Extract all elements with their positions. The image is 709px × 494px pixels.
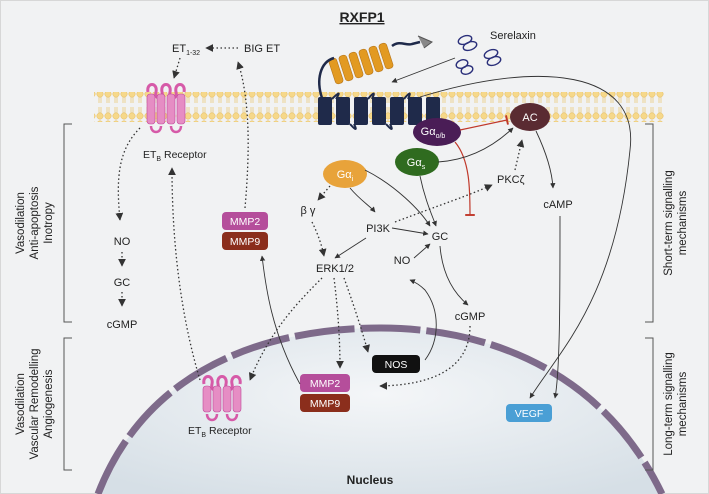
- rxfp1-receptor: [318, 35, 440, 130]
- serelaxin-icon: [455, 34, 502, 75]
- side-label-left-top-3: Inotropy: [43, 202, 55, 244]
- camp-label: cAMP: [543, 199, 572, 211]
- mmp9-upper-label: MMP9: [230, 236, 260, 248]
- nos-label: NOS: [385, 359, 408, 371]
- side-label-right-top-2: mechanisms: [677, 190, 689, 255]
- nucleus-body: [98, 328, 662, 494]
- nuclear-envelope: [94, 324, 666, 494]
- erk-label: ERK1/2: [316, 263, 354, 275]
- right-bottom-bracket: [645, 337, 654, 471]
- arrow-camp-to-vegf: [553, 215, 561, 399]
- etb-receptor-label: ETB Receptor: [143, 149, 207, 163]
- nos-box: [372, 355, 420, 373]
- arrow-etb-to-no: [115, 127, 141, 221]
- arrow-nos-to-no: [409, 279, 437, 361]
- arrow-no-to-gc: [413, 243, 431, 259]
- lrr-domain: [328, 42, 394, 85]
- g-alpha-s: [395, 148, 439, 176]
- arrow-serelaxin-binding: [391, 57, 456, 83]
- mmp9-lower-box: [300, 394, 350, 412]
- arrow-cgmp-to-mmp9: [379, 325, 471, 390]
- mmp2-lower-box: [300, 374, 350, 392]
- mmp9-lower-label: MMP9: [310, 398, 340, 410]
- ac-enzyme: [510, 103, 550, 131]
- no-left-label: NO: [114, 236, 131, 248]
- mmp2-upper-box: [222, 212, 268, 230]
- receptor-title: RXFP1: [339, 9, 384, 25]
- arrow-erk-to-mmp: [333, 277, 344, 369]
- arrow-etb-nuclear-to-membrane: [168, 167, 201, 381]
- gc-left-label: GC: [114, 277, 131, 289]
- arrow-receptor-to-vegf: [419, 76, 632, 399]
- arrow-gi-to-gc: [364, 169, 431, 227]
- big-et-label: BIG ET: [244, 43, 280, 55]
- arrow-gi-to-betagamma: [317, 185, 331, 201]
- ldla-module: [417, 35, 433, 49]
- side-label-left-bottom-1: Vasodilation: [15, 373, 27, 435]
- beta-gamma-label: β γ: [301, 205, 316, 217]
- side-label-left-top-2: Anti-apoptosis: [29, 186, 41, 259]
- g-alpha-ob-label: Gαo/b: [421, 126, 446, 140]
- et-label: ET1-32: [172, 43, 200, 57]
- gc-center-label: GC: [432, 231, 449, 243]
- arrow-betagamma-to-erk: [311, 221, 327, 257]
- side-label-right-bottom-1: Long-term signalling: [663, 352, 675, 456]
- etb-receptor-membrane: [146, 83, 186, 134]
- serelaxin-label: Serelaxin: [490, 30, 536, 42]
- pkc-label: PKCζ: [497, 174, 525, 186]
- nucleus-label: Nucleus: [347, 473, 394, 487]
- arrow-gs-to-gc: [419, 175, 437, 227]
- mmp9-upper-box: [222, 232, 268, 250]
- cgmp-center-label: cGMP: [455, 311, 486, 323]
- left-top-bracket: [63, 123, 72, 323]
- arrow-pi3k-to-erk: [334, 237, 367, 259]
- g-alpha-ob: [413, 118, 461, 146]
- cgmp-left-label: cGMP: [107, 319, 138, 331]
- side-label-right-top-1: Short-term signalling: [663, 170, 675, 275]
- vegf-box: [506, 404, 552, 422]
- vegf-label: VEGF: [515, 408, 544, 420]
- arrow-erk-to-etb-nuclear: [248, 277, 323, 381]
- etb-receptor-nuclear: [202, 375, 242, 422]
- g-alpha-i: [323, 160, 367, 188]
- arrow-gs-to-ac: [437, 127, 514, 163]
- arrow-pkc-to-ac: [514, 139, 525, 171]
- inhibit-gob-ac: [459, 115, 509, 131]
- arrow-gi-to-pi3k: [349, 187, 376, 213]
- arrow-ET-to-receptor: [172, 57, 181, 79]
- arrow-mmp-to-bigET: [236, 61, 249, 209]
- arrow-ac-to-camp: [535, 130, 556, 189]
- ac-label: AC: [522, 112, 537, 124]
- right-top-bracket: [645, 123, 654, 323]
- etb-nuclear-label: ETB Receptor: [188, 425, 252, 439]
- arrow-pi3k-to-gc: [391, 227, 429, 236]
- arrow-mmp-lower-to-upper: [259, 255, 301, 385]
- side-label-left-top-1: Vasodilation: [15, 192, 27, 254]
- pi3k-label: PI3K: [366, 223, 391, 235]
- side-label-left-bottom-3: Angiogenesis: [43, 369, 55, 438]
- mmp2-upper-label: MMP2: [230, 216, 260, 228]
- no-center-label: NO: [394, 255, 411, 267]
- inhibit-gob-gc: [454, 141, 475, 216]
- left-bottom-bracket: [63, 337, 72, 471]
- mmp2-lower-label: MMP2: [310, 378, 340, 390]
- arrow-gc-to-cgmp: [439, 245, 469, 306]
- arrow-pi3k-to-pkc: [394, 184, 493, 223]
- side-label-right-bottom-2: mechanisms: [677, 371, 689, 436]
- g-alpha-s-label: Gαs: [407, 157, 426, 171]
- side-label-left-bottom-2: Vascular Remodelling: [29, 348, 41, 459]
- g-alpha-i-label: Gαi: [337, 169, 354, 183]
